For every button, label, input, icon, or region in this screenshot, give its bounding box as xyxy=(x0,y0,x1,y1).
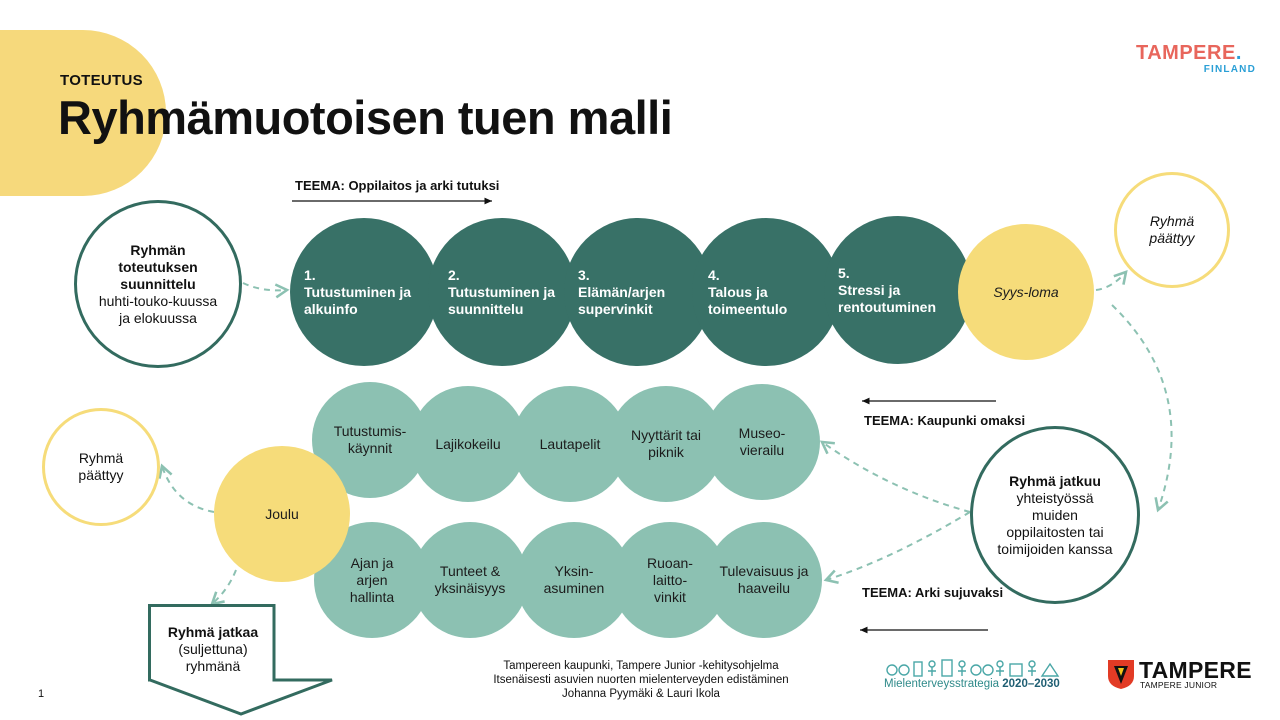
page-title: Ryhmämuotoisen tuen malli xyxy=(58,91,673,144)
logo-word: TAMPERE. xyxy=(1136,42,1242,64)
theme-school-label: TEEMA: Oppilaitos ja arki tutuksi xyxy=(295,178,500,193)
group-continues-closed-body: (suljettuna) ryhmänä xyxy=(178,641,248,674)
step-3-circle: 3.Elämän/arjen supervinkit xyxy=(564,218,712,366)
people-illustration-icon xyxy=(886,659,1060,677)
step-4-number: 4. xyxy=(708,266,720,283)
step-3-number: 3. xyxy=(578,266,590,283)
topic-label: Tulevaisuus ja haaveilu xyxy=(719,563,809,596)
activity-label: Museo-vierailu xyxy=(738,425,786,458)
topic-label: Tunteet & yksinäisyys xyxy=(434,563,506,596)
group-ended-right-circle: Ryhmä päättyy xyxy=(1114,172,1230,288)
step-4-label: Talous ja toimeentulo xyxy=(708,283,788,317)
group-ended-left-circle: Ryhmä päättyy xyxy=(42,408,160,526)
christmas-to-continues-connector xyxy=(210,569,237,606)
group-ended-right-label: Ryhmä päättyy xyxy=(1149,213,1195,246)
planning-circle: Ryhmän toteutuksen suunnittelu huhti-tou… xyxy=(74,200,242,368)
step-3-label: Elämän/arjen supervinkit xyxy=(578,283,666,317)
planning-title: Ryhmän toteutuksen suunnittelu xyxy=(118,241,198,292)
step-2-circle: 2.Tutustuminen ja suunnittelu xyxy=(428,218,576,366)
step-1-number: 1. xyxy=(304,266,316,283)
tampere-wordmark: TAMPERE xyxy=(1139,657,1252,683)
strategy-label: Mielenterveysstrategia 2020–2030 xyxy=(884,678,1060,690)
tampere-junior-subword: TAMPERE JUNIOR xyxy=(1140,680,1218,690)
tampere-crest-icon xyxy=(1108,660,1134,689)
group-ended-left-label: Ryhmä päättyy xyxy=(78,450,124,483)
theme-everyday-label: TEEMA: Arki sujuvaksi xyxy=(862,585,1004,600)
theme-city-label: TEEMA: Kaupunki omaksi xyxy=(864,413,1026,428)
page-number: 1 xyxy=(38,688,45,700)
step-1-label: Tutustuminen ja alkuinfo xyxy=(304,283,412,317)
step-5-number: 5. xyxy=(838,264,850,281)
logo-subword: FINLAND xyxy=(1203,64,1256,75)
activity-circle: Lajikokeilu xyxy=(410,386,526,502)
autumn-to-continues-connector xyxy=(1111,304,1173,513)
christmas-circle: Joulu xyxy=(214,446,350,582)
group-continues-title: Ryhmä jatkuu xyxy=(1009,472,1101,489)
step-2-number: 2. xyxy=(448,266,460,283)
planning-body: huhti-touko-kuussa ja elokuussa xyxy=(98,292,218,326)
down-arrow-shape xyxy=(148,604,333,716)
mental-health-strategy-logo: Mielenterveysstrategia 2020–2030 xyxy=(884,658,1066,692)
step-5-circle: 5.Stressi ja rentoutuminen xyxy=(824,216,972,364)
topic-label: Yksin-asuminen xyxy=(543,563,605,596)
activity-circle: Museo-vierailu xyxy=(704,384,820,500)
step-1-circle: 1.Tutustuminen ja alkuinfo xyxy=(290,218,438,366)
tampere-finland-logo: TAMPERE. FINLAND xyxy=(1136,42,1260,78)
planning-to-step1-connector xyxy=(242,282,290,299)
autumn-to-ended-connector xyxy=(1095,270,1128,291)
group-continues-body: yhteistyössä muiden oppilaitosten tai to… xyxy=(997,489,1113,557)
footer-credits: Tampereen kaupunki, Tampere Junior -kehi… xyxy=(476,659,806,701)
section-kicker: TOTEUTUS xyxy=(60,72,143,89)
footer-line: Itsenäisesti asuvien nuorten mielenterve… xyxy=(493,674,789,686)
christmas-label: Joulu xyxy=(265,505,299,522)
continues-to-lower-row-connector xyxy=(823,511,971,585)
step-5-label: Stressi ja rentoutuminen xyxy=(838,281,936,315)
autumn-break-circle: Syys-loma xyxy=(958,224,1094,360)
footer-line: Tampereen kaupunki, Tampere Junior -kehi… xyxy=(503,660,779,672)
group-continues-closed-text: Ryhmä jatkaa (suljettuna) ryhmänä xyxy=(150,624,276,675)
activity-label: Nyyttärit tai piknik xyxy=(630,427,701,460)
christmas-to-ended-connector xyxy=(158,463,215,513)
continues-to-upper-row-connector xyxy=(819,440,971,513)
footer-line: Johanna Pyymäki & Lauri Ikola xyxy=(562,688,720,700)
activity-label: Lajikokeilu xyxy=(435,435,501,452)
topic-circle: Ajan ja arjen hallinta xyxy=(314,522,430,638)
group-continues-closed-title: Ryhmä jatkaa xyxy=(167,624,259,640)
topic-circle: Tulevaisuus ja haaveilu xyxy=(706,522,822,638)
header-accent-shape xyxy=(0,30,166,196)
activity-label: Lautapelit xyxy=(539,435,601,452)
step-2-label: Tutustuminen ja suunnittelu xyxy=(448,283,556,317)
group-continues-circle: Ryhmä jatkuu yhteistyössä muiden oppilai… xyxy=(970,426,1140,604)
topic-label: Ajan ja arjen hallinta xyxy=(349,554,395,605)
topic-label: Ruoan-laitto-vinkit xyxy=(647,554,693,605)
step-4-circle: 4.Talous ja toimeentulo xyxy=(692,218,840,366)
topic-circle: Tunteet & yksinäisyys xyxy=(412,522,528,638)
autumn-break-label: Syys-loma xyxy=(993,283,1059,300)
activity-label: Tutustumis-käynnit xyxy=(333,423,407,456)
tampere-junior-logo: TAMPERE TAMPERE JUNIOR xyxy=(1106,656,1256,692)
